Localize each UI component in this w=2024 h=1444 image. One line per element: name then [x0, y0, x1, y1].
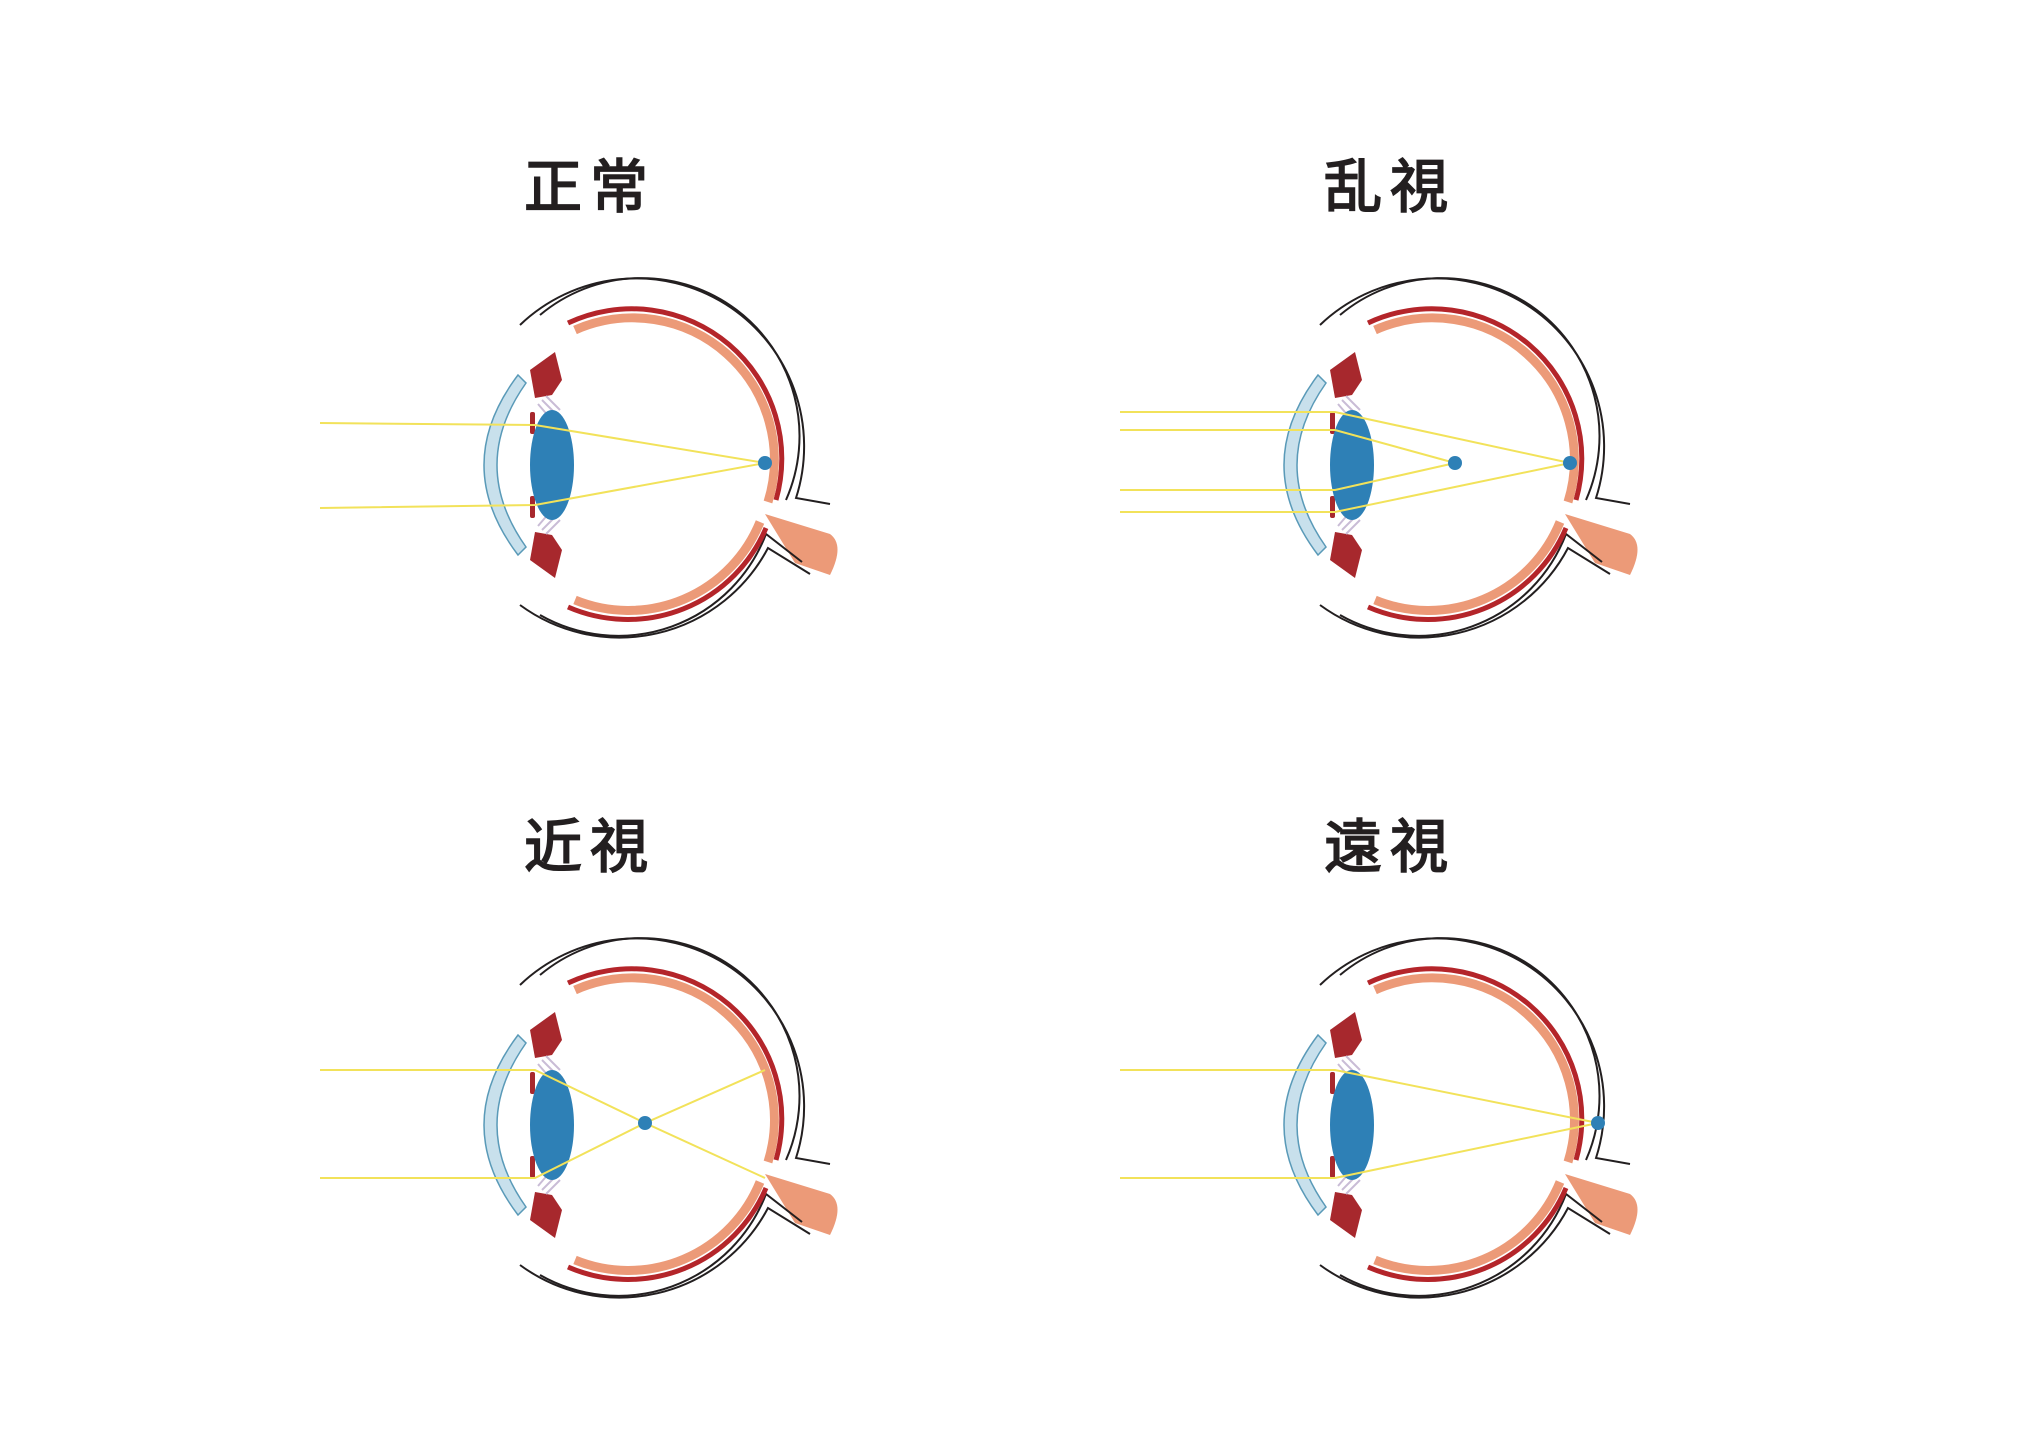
light-ray-1	[1120, 411, 1571, 464]
choroid	[566, 306, 785, 501]
choroid-lower	[567, 527, 769, 622]
iris-lower	[1330, 532, 1362, 578]
focus-point-front	[638, 1116, 652, 1130]
sclera-inner	[539, 937, 801, 1161]
optic-nerve	[765, 1174, 838, 1235]
panel-hyperopia: 遠視	[990, 660, 1790, 1320]
light-ray-2	[1120, 429, 1456, 464]
optic-nerve	[1565, 1174, 1638, 1235]
light-ray-4	[1120, 462, 1571, 513]
lens	[1330, 1070, 1374, 1180]
retina-lower	[1373, 1180, 1565, 1275]
sclera-outer-lower	[519, 1206, 811, 1299]
retina	[573, 973, 779, 1164]
retina-lower	[1373, 520, 1565, 615]
iris-edge-upper	[1330, 1072, 1335, 1094]
sclera-outer	[1319, 277, 1631, 505]
light-ray-lower	[319, 462, 766, 509]
panel-astigmatism: 乱視	[990, 0, 1790, 660]
choroid	[566, 966, 785, 1161]
sclera-inner-lower	[1339, 1192, 1603, 1297]
panel-myopia: 近視	[190, 660, 990, 1320]
iris-lower	[1330, 1192, 1362, 1238]
sclera-outer	[1319, 937, 1631, 1165]
sclera-outer-lower	[1319, 1206, 1611, 1299]
panel-title: 乱視	[1323, 153, 1456, 221]
iris-lower	[530, 532, 562, 578]
eye-diagram	[320, 937, 838, 1299]
light-ray-upper	[1120, 1069, 1599, 1124]
eye-diagram	[1120, 277, 1638, 639]
sclera-inner-lower	[1339, 532, 1603, 637]
focus-point-behind	[1591, 1116, 1605, 1130]
sclera-inner	[539, 277, 801, 501]
sclera-outer-lower	[1319, 546, 1611, 639]
sclera-outer-lower	[519, 546, 811, 639]
lens	[530, 410, 574, 520]
sclera-inner-lower	[539, 1192, 803, 1297]
optic-nerve	[1565, 514, 1638, 575]
light-ray-lower	[1120, 1122, 1599, 1179]
retina	[1373, 313, 1579, 504]
iris-edge-lower	[1330, 1156, 1335, 1178]
light-ray-lower	[320, 1121, 766, 1179]
cornea	[1283, 373, 1327, 557]
iris-edge-upper	[530, 412, 535, 434]
light-ray-3	[1120, 462, 1456, 491]
iris-upper	[1330, 1012, 1362, 1058]
focus-point-retina	[758, 456, 772, 470]
iris-edge-lower	[1330, 496, 1335, 518]
focus-point-retina	[1563, 456, 1577, 470]
panel-normal: 正常	[190, 0, 990, 660]
cornea	[483, 373, 527, 557]
cornea	[1283, 1033, 1327, 1217]
sclera-outer	[519, 277, 831, 505]
iris-upper	[1330, 352, 1362, 398]
light-ray-upper	[319, 422, 766, 464]
choroid-lower	[567, 1187, 769, 1282]
optic-nerve	[765, 514, 838, 575]
iris-edge-upper	[530, 1072, 535, 1094]
light-ray-upper	[320, 1069, 766, 1125]
iris-lower	[530, 1192, 562, 1238]
panel-title: 正常	[523, 153, 656, 221]
iris-upper	[530, 1012, 562, 1058]
sclera-inner-lower	[539, 532, 803, 637]
lens	[530, 1070, 574, 1180]
sclera-inner	[1339, 277, 1601, 501]
choroid	[1366, 966, 1585, 1161]
iris-upper	[530, 352, 562, 398]
panel-title: 近視	[523, 813, 656, 881]
eye-diagram	[1120, 937, 1638, 1299]
panel-title: 遠視	[1323, 813, 1456, 881]
retina-lower	[573, 1180, 765, 1275]
eye-diagram	[319, 277, 838, 639]
focus-point-front	[1448, 456, 1462, 470]
choroid	[1366, 306, 1585, 501]
retina	[573, 313, 779, 504]
sclera-inner	[1339, 937, 1601, 1161]
cornea	[483, 1033, 527, 1217]
iris-edge-upper	[1330, 412, 1335, 434]
iris-edge-lower	[530, 496, 535, 518]
retina-lower	[573, 520, 765, 615]
choroid-lower	[1367, 527, 1569, 622]
iris-edge-lower	[530, 1156, 535, 1178]
lens	[1330, 410, 1374, 520]
retina	[1373, 973, 1579, 1164]
sclera-outer	[519, 937, 831, 1165]
choroid-lower	[1367, 1187, 1569, 1282]
